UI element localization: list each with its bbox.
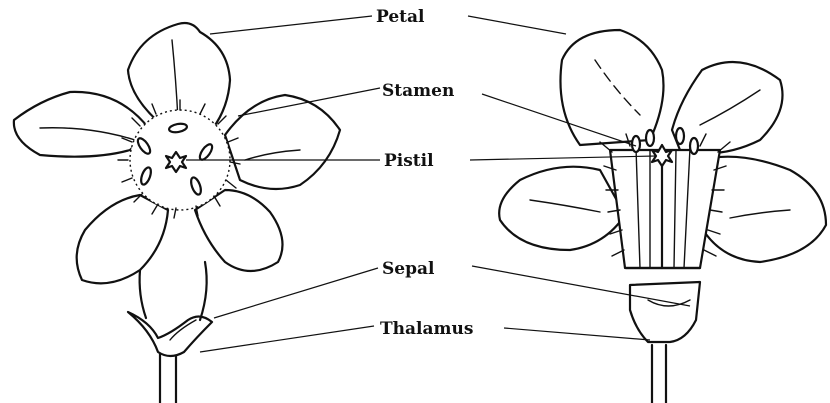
- label-sepal: Sepal: [382, 259, 435, 279]
- right-petal-left: [499, 167, 625, 250]
- right-petal-right: [700, 157, 826, 262]
- right-sepal: [630, 282, 700, 342]
- leader-petal-left: [210, 16, 372, 34]
- leader-thalamus-left: [200, 326, 374, 352]
- right-flower: [499, 30, 826, 403]
- left-petal-right: [225, 95, 340, 189]
- right-petal-top-left: [560, 30, 663, 145]
- label-thalamus: Thalamus: [380, 319, 473, 339]
- left-flower: [14, 23, 340, 403]
- label-petal: Petal: [376, 7, 425, 27]
- left-petal-bottom-left: [77, 195, 168, 283]
- label-pistil: Pistil: [384, 151, 434, 171]
- leader-petal-right: [468, 16, 566, 34]
- left-petal-bottom-right: [195, 190, 283, 271]
- label-stamen: Stamen: [382, 81, 454, 101]
- leader-thalamus-right: [504, 328, 650, 340]
- left-petal-left: [14, 92, 150, 157]
- right-stalk: [652, 345, 666, 403]
- left-stalk: [160, 350, 176, 403]
- leader-sepal-left: [214, 268, 378, 318]
- left-tube: [140, 262, 207, 320]
- right-petal-top-right: [672, 62, 783, 153]
